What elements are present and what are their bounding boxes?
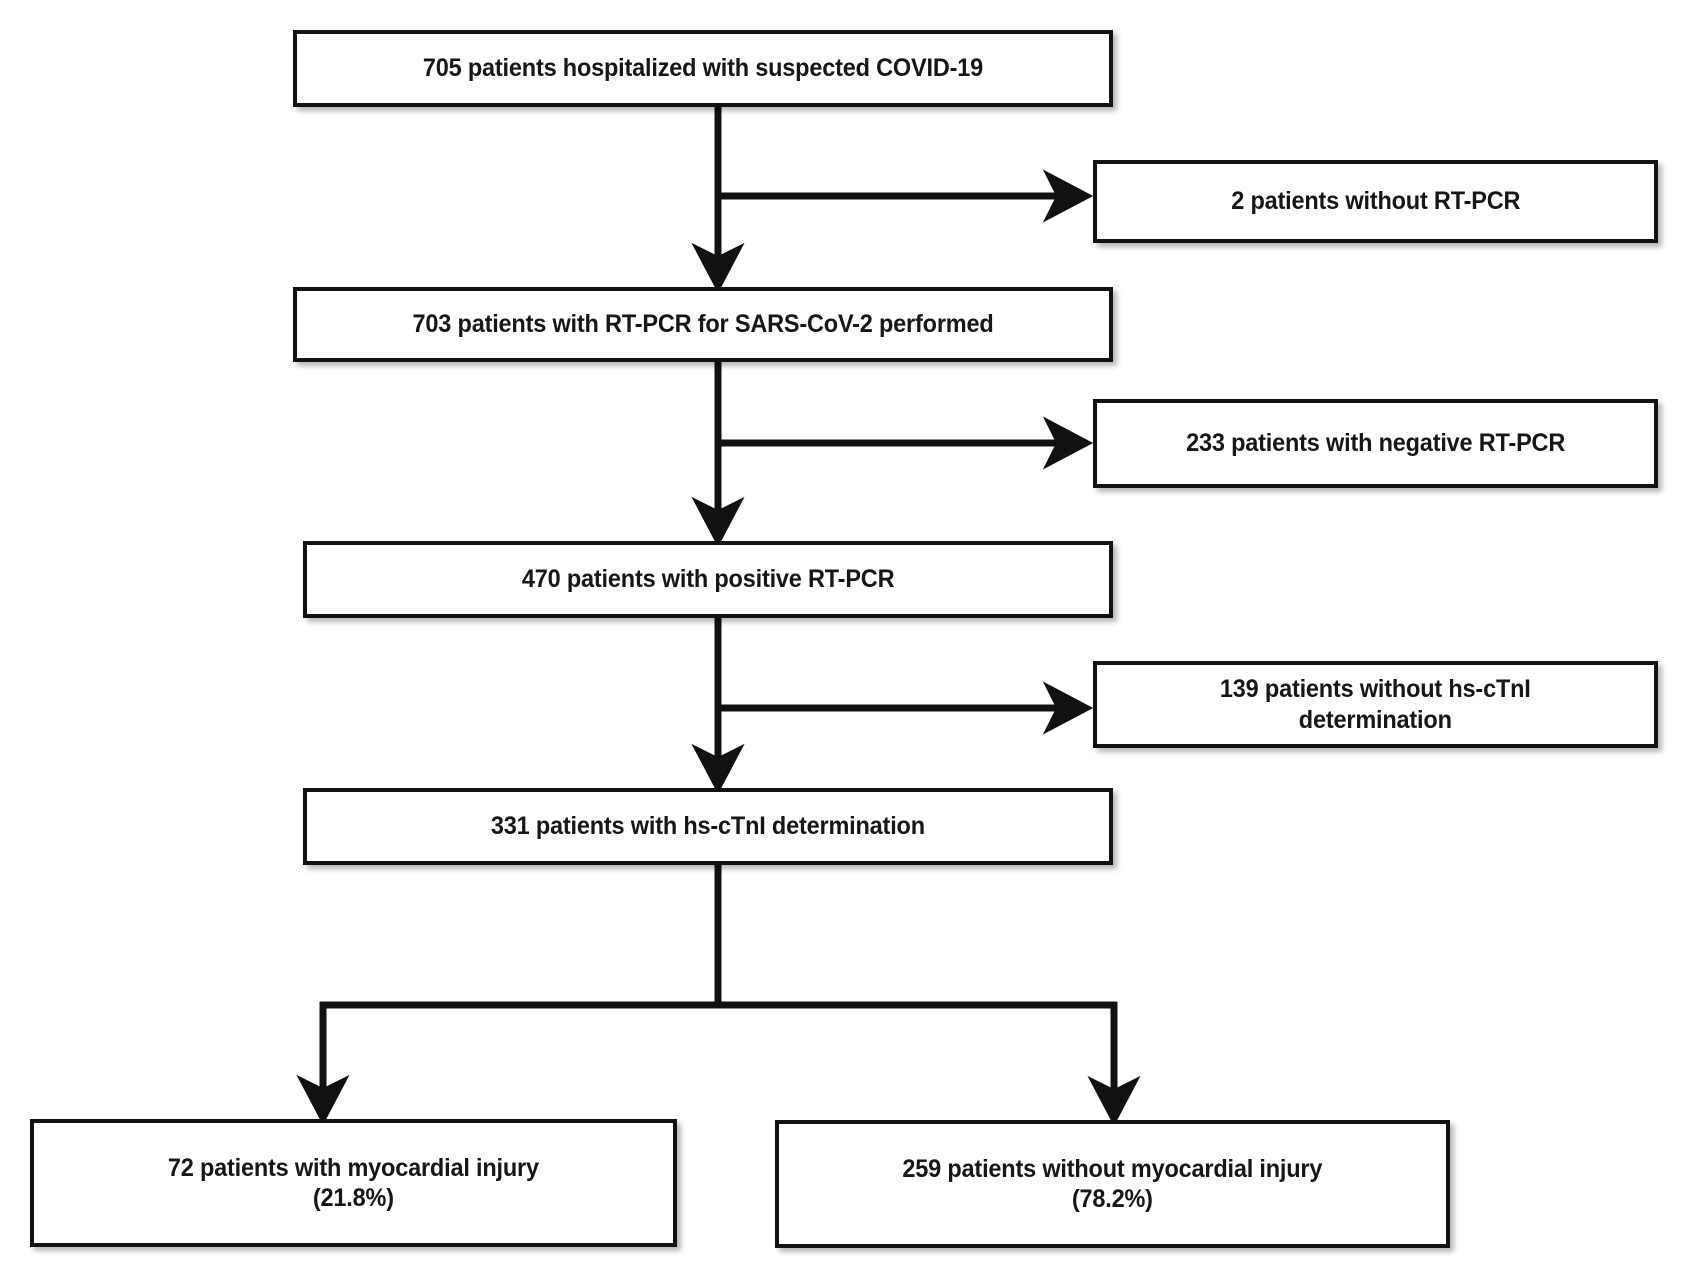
node-rtpcr-performed: 703 patients with RT-PCR for SARS-CoV-2 … (293, 287, 1113, 362)
node-label: 703 patients with RT-PCR for SARS-CoV-2 … (412, 310, 994, 339)
node-label: 331 patients with hs-cTnI determination (490, 812, 926, 841)
node-without-myocardial-injury: 259 patients without myocardial injury (… (775, 1120, 1450, 1248)
node-label: 139 patients without hs-cTnI determinati… (1220, 675, 1531, 734)
node-label: 72 patients with myocardial injury (21.8… (167, 1153, 540, 1213)
node-hsctni-determination: 331 patients with hs-cTnI determination (303, 788, 1113, 865)
node-suspected-covid: 705 patients hospitalized with suspected… (293, 30, 1113, 107)
node-label: 259 patients without myocardial injury (… (902, 1154, 1323, 1214)
node-without-hsctni: 139 patients without hs-cTnI determinati… (1093, 661, 1658, 748)
node-positive-rtpcr: 470 patients with positive RT-PCR (303, 541, 1113, 618)
node-label: 470 patients with positive RT-PCR (521, 565, 895, 594)
node-label: 2 patients without RT-PCR (1230, 187, 1521, 216)
node-label: 705 patients hospitalized with suspected… (422, 54, 984, 83)
node-without-rtpcr: 2 patients without RT-PCR (1093, 160, 1658, 243)
node-myocardial-injury: 72 patients with myocardial injury (21.8… (30, 1119, 677, 1247)
node-label: 233 patients with negative RT-PCR (1185, 429, 1566, 458)
node-negative-rtpcr: 233 patients with negative RT-PCR (1093, 399, 1658, 488)
